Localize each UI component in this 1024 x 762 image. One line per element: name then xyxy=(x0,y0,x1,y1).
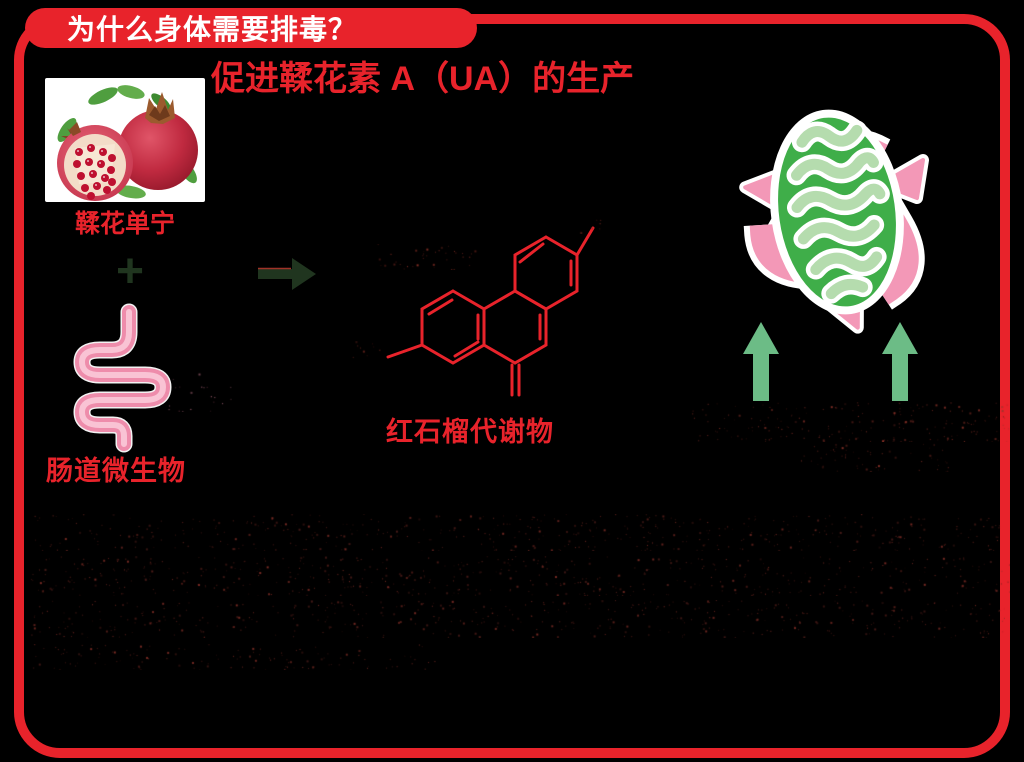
up-arrow-right-icon xyxy=(882,322,918,401)
erased-text-remnant xyxy=(30,556,1010,596)
erased-text-remnant xyxy=(579,217,603,234)
erased-text-remnant xyxy=(688,402,1012,442)
intestine-icon xyxy=(82,312,163,444)
erased-text-remnant xyxy=(800,442,950,472)
arrow-right-icon xyxy=(258,258,316,290)
metabolite-label: 红石榴代谢物 xyxy=(386,410,554,449)
erased-text-remnant xyxy=(30,644,436,670)
gut-microbes-label: 肠道微生物 xyxy=(46,449,186,488)
up-arrow-left-icon xyxy=(743,322,779,401)
erased-text-remnant xyxy=(376,244,482,270)
erased-text-remnant xyxy=(30,514,1010,551)
erased-text-remnant xyxy=(30,600,1005,638)
erased-text-remnant xyxy=(166,366,232,412)
erased-text-remnant xyxy=(349,341,381,360)
